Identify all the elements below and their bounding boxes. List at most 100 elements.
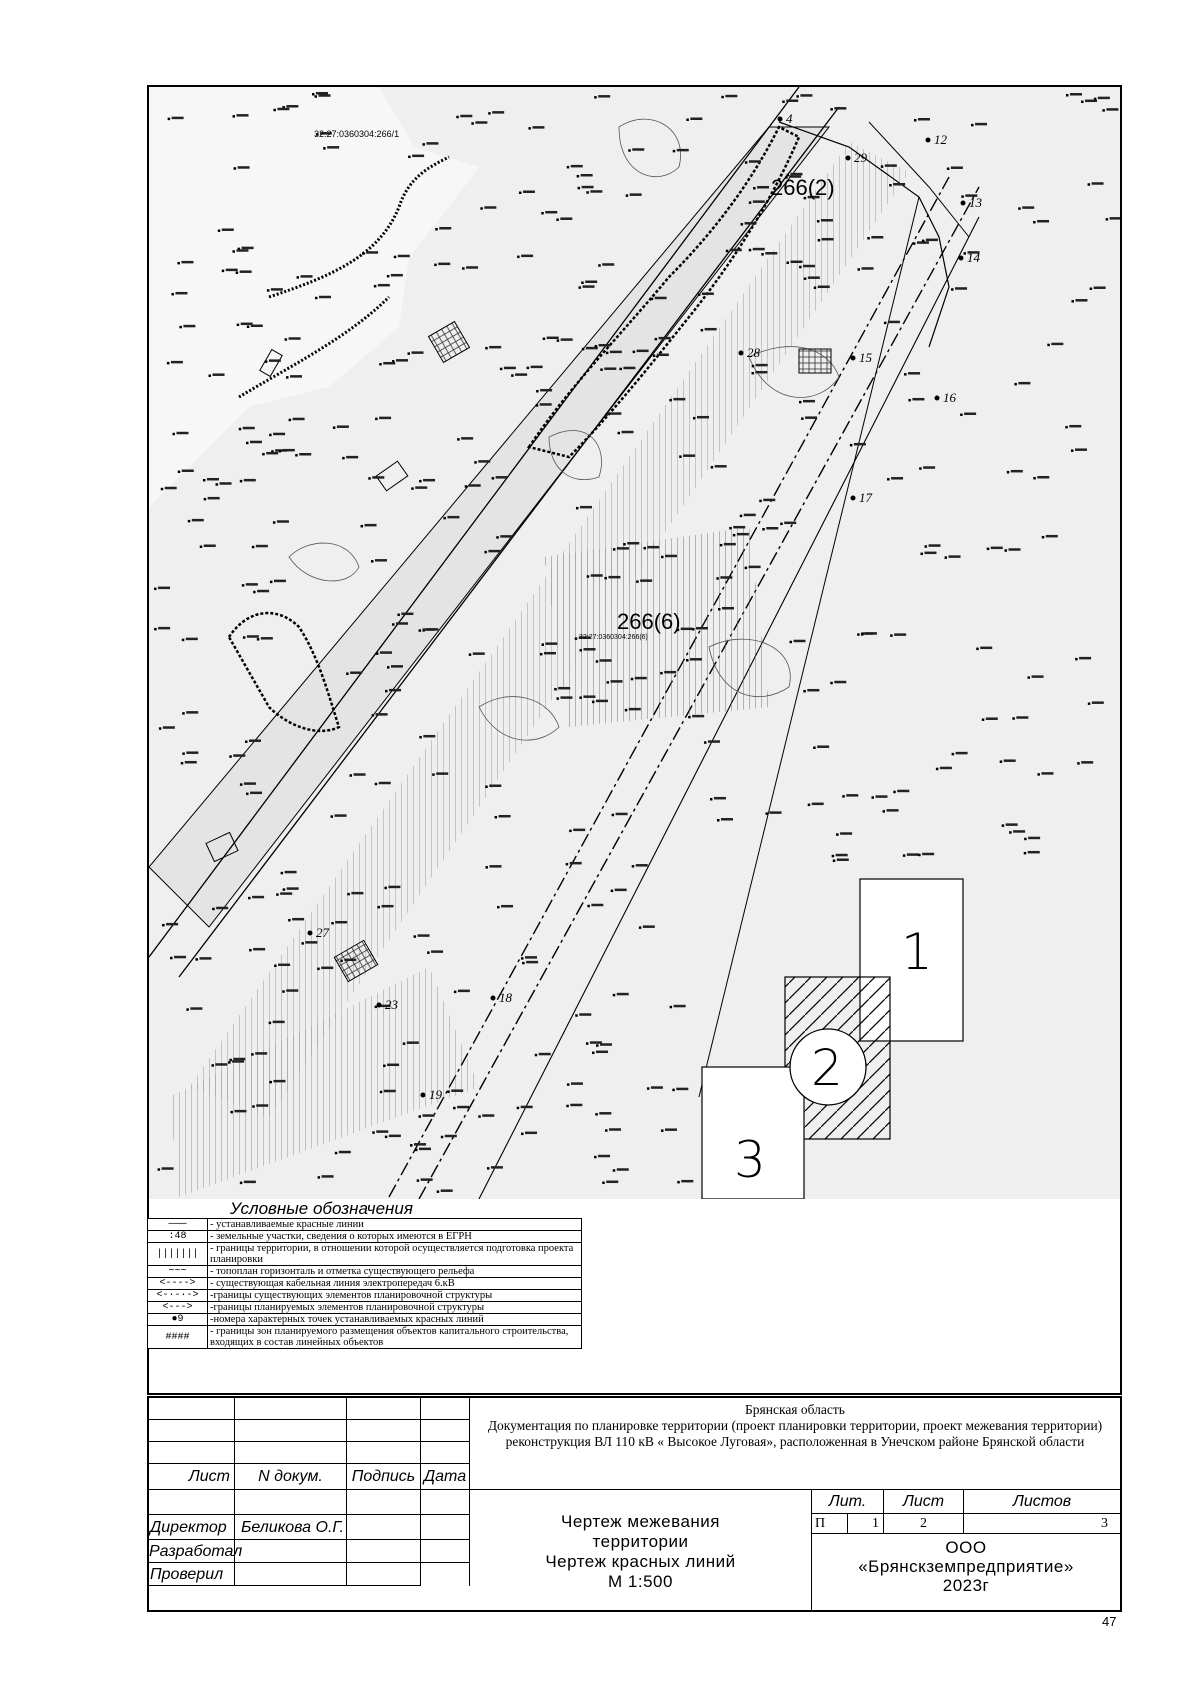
elevation-mark	[256, 638, 260, 641]
elevation-mark	[485, 866, 488, 869]
elevation-mark	[803, 196, 807, 200]
elevation-mark	[581, 347, 585, 351]
elevation-mark	[157, 1168, 161, 1171]
elevation-mark	[422, 143, 425, 146]
elevation-value-mark	[570, 1103, 583, 1107]
drawing-scale: М 1:500	[608, 1572, 673, 1591]
elevation-mark	[586, 191, 589, 194]
elevation-value-mark	[286, 989, 299, 992]
elevation-value-mark	[807, 195, 820, 199]
sheet-label: Лист	[884, 1490, 964, 1514]
elevation-value-mark	[683, 454, 696, 457]
elevation-mark	[536, 389, 539, 393]
elevation-mark	[697, 293, 701, 296]
map-point-label: 19	[429, 1087, 443, 1102]
elevation-value-mark	[1069, 93, 1082, 96]
elevation-mark	[288, 418, 292, 422]
elevation-mark	[688, 715, 691, 719]
elevation-mark	[435, 227, 438, 231]
elevation-mark	[447, 1090, 450, 1093]
org-year: 2023г	[942, 1576, 990, 1595]
elevation-value-mark	[545, 210, 558, 214]
elevation-mark	[1102, 109, 1105, 112]
elevation-value-mark	[908, 372, 921, 375]
elevation-mark	[849, 443, 853, 447]
elevation-value-mark	[748, 565, 761, 569]
elevation-value-mark	[893, 182, 906, 186]
elevation-value-mark	[680, 627, 693, 631]
elevation-mark	[732, 533, 736, 537]
elevation-mark	[575, 506, 579, 510]
elevation-mark	[172, 432, 175, 436]
legend-symbol: <--->	[147, 1301, 208, 1314]
elevation-mark	[556, 339, 560, 342]
elevation-value-mark	[948, 555, 961, 558]
elevation-mark	[229, 1058, 232, 1062]
elevation-mark	[280, 871, 284, 875]
elevation-value-mark	[431, 950, 444, 953]
elevation-mark	[241, 584, 245, 587]
elevation-mark	[332, 426, 336, 429]
elevation-mark	[606, 681, 610, 684]
elevation-value-mark	[800, 94, 813, 97]
drawing-frame	[147, 85, 1122, 1395]
elevation-value-mark	[419, 1147, 432, 1151]
elevation-value-mark	[530, 365, 543, 369]
elevation-value-mark	[765, 252, 778, 255]
elevation-value-mark	[803, 264, 816, 268]
elevation-mark	[721, 95, 724, 99]
elevation-value-mark	[475, 121, 488, 124]
elevation-value-mark	[234, 1109, 247, 1113]
elevation-mark	[577, 186, 581, 190]
legend-text: - топоплан горизонталь и отметка существ…	[207, 1265, 582, 1278]
elevation-mark	[485, 346, 488, 350]
elevation-mark	[753, 186, 756, 190]
elevation-value-mark	[805, 416, 818, 419]
elevation-mark	[638, 926, 642, 929]
elevation-mark	[368, 477, 371, 480]
elevation-mark	[180, 761, 184, 765]
organization: ООО «Брянскземпредприятие» 2023г	[812, 1538, 1120, 1595]
elevation-mark	[981, 718, 985, 721]
elevation-mark	[944, 556, 948, 559]
elevation-mark	[1047, 343, 1050, 347]
elevation-mark	[251, 1053, 254, 1056]
elevation-value-mark	[233, 754, 246, 757]
elevation-mark	[686, 659, 689, 662]
elevation-mark	[912, 242, 916, 245]
elevation-mark	[676, 628, 680, 632]
elevation-value-mark	[185, 637, 198, 641]
elevation-mark	[269, 580, 273, 584]
map-point-label: 15	[859, 350, 873, 365]
elevation-value-mark	[1016, 716, 1029, 719]
elevation-mark	[595, 1113, 598, 1116]
elevation-value-mark	[388, 885, 401, 889]
elevation-value-mark	[412, 154, 425, 158]
elevation-mark	[372, 1131, 375, 1134]
elevation-mark	[271, 450, 274, 453]
elevation-value-mark	[1106, 108, 1119, 111]
elevation-mark	[166, 361, 170, 365]
elevation-value-mark	[598, 343, 611, 347]
elevation-value-mark	[219, 482, 232, 485]
elevation-value-mark	[590, 574, 603, 577]
elevation-value-mark	[401, 612, 414, 616]
elevation-value-mark	[1028, 836, 1041, 840]
elevation-mark	[453, 990, 457, 994]
elevation-value-mark	[284, 870, 297, 874]
page-number: 47	[1102, 1614, 1117, 1629]
elevation-value-mark	[376, 1130, 389, 1133]
lit-value-1: П	[812, 1514, 848, 1534]
elevation-value-mark	[664, 1128, 677, 1131]
elevation-value-mark	[755, 363, 768, 367]
elevation-value-mark	[532, 126, 545, 129]
col-doc: N докум.	[235, 1464, 347, 1490]
elevation-value-mark	[769, 811, 782, 814]
elevation-value-mark	[743, 513, 756, 517]
elevation-value-mark	[245, 583, 258, 586]
legend-text: -номера характерных точек устанавливаемы…	[207, 1313, 582, 1326]
elevation-value-mark	[1008, 548, 1021, 551]
elevation-value-mark	[598, 95, 611, 98]
elevation-value-mark	[420, 1178, 433, 1181]
elevation-value-mark	[338, 1150, 351, 1154]
